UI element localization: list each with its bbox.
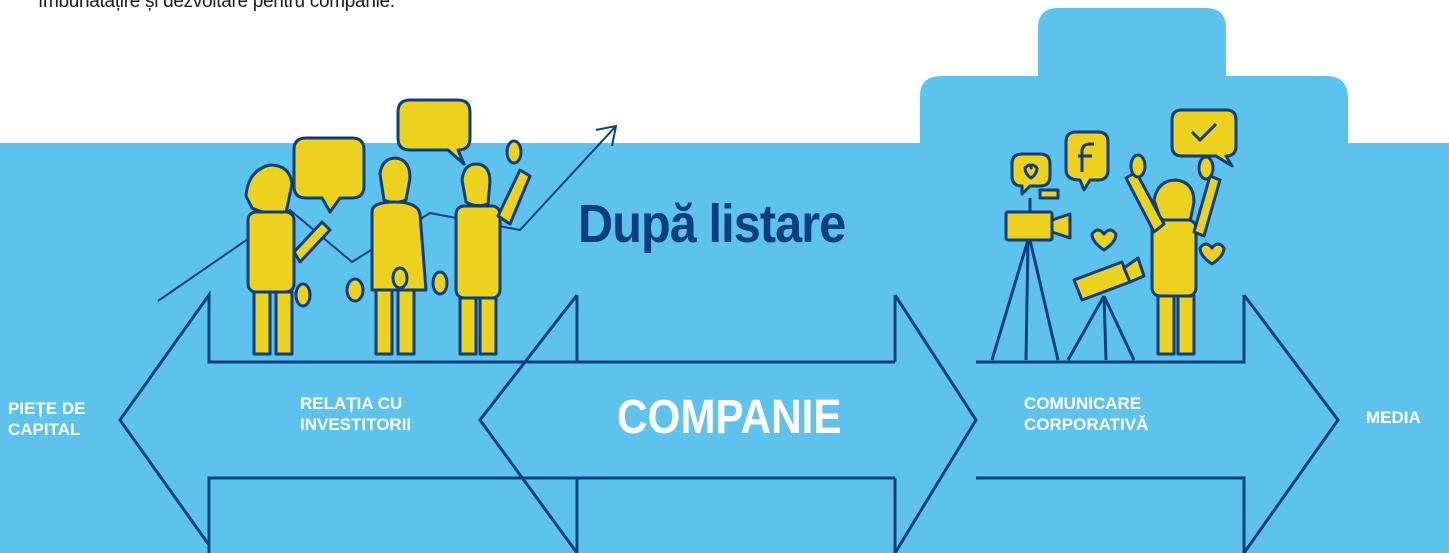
label-line: CORPORATIVĂ <box>1024 415 1149 434</box>
label-line: RELAȚIA CU <box>300 394 403 413</box>
tripod-icon <box>990 239 1060 361</box>
heart-icon <box>1090 228 1118 252</box>
video-camera-icon <box>1072 256 1146 302</box>
heart-icon <box>1010 152 1052 196</box>
heart-icon <box>1198 242 1226 266</box>
center-arrow-top-edge <box>577 360 895 480</box>
video-camera-icon <box>1004 188 1072 242</box>
speech-bubble-icon <box>292 136 366 214</box>
intro-text: îmbunătățire și dezvoltare pentru compan… <box>38 0 395 12</box>
investors-group <box>244 98 532 356</box>
label-line: INVESTITORII <box>300 415 412 434</box>
page-heading: După listare <box>578 194 846 254</box>
tripod-icon <box>1066 295 1136 361</box>
label-line: COMUNICARE <box>1024 394 1142 413</box>
speech-bubble-icon <box>396 98 472 166</box>
facebook-icon <box>1064 130 1110 192</box>
left-arrow <box>118 290 579 553</box>
background-panel <box>0 8 1449 553</box>
person-icon <box>345 156 428 356</box>
center-arrow <box>478 294 978 553</box>
media-group <box>990 108 1238 361</box>
person-icon <box>1124 153 1222 356</box>
person-icon <box>244 163 332 356</box>
right-arrow <box>893 294 1340 553</box>
label-line: CAPITAL <box>8 420 81 439</box>
label-line: PIEȚE DE <box>8 399 86 418</box>
label-relatia-cu-investitorii: RELAȚIA CU INVESTITORII <box>300 393 411 435</box>
label-media: MEDIA <box>1366 408 1421 427</box>
label-comunicare-corporativa: COMUNICARE CORPORATIVĂ <box>1024 393 1148 435</box>
center-label: COMPANIE <box>617 391 842 444</box>
label-piete-de-capital: PIEȚE DE CAPITAL <box>8 398 85 440</box>
person-icon <box>431 139 532 356</box>
